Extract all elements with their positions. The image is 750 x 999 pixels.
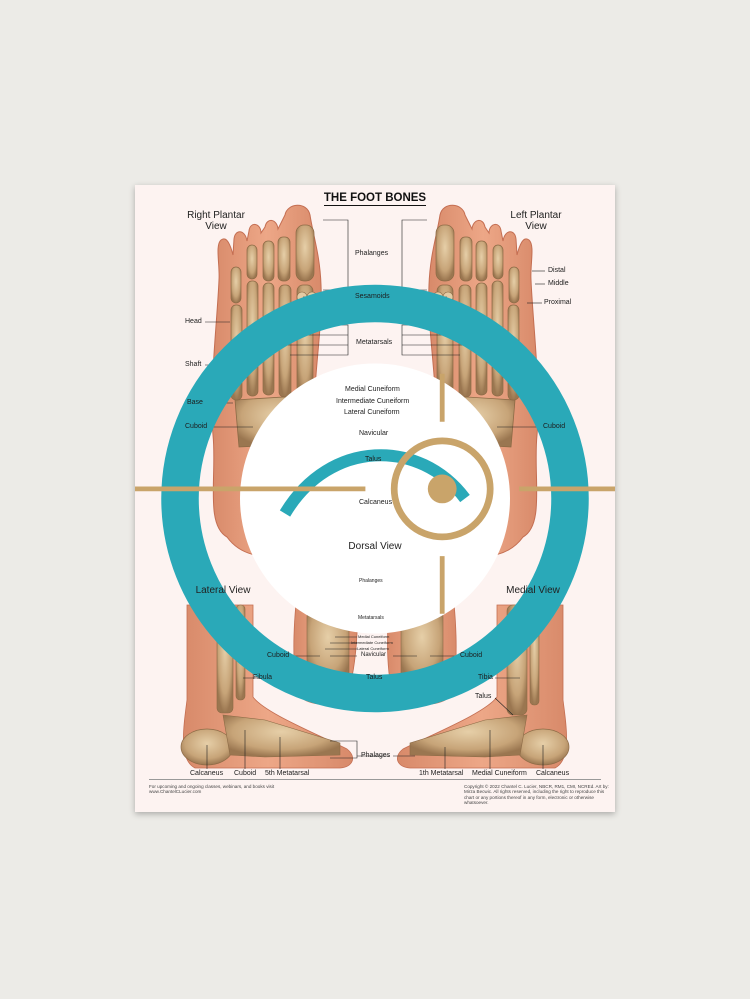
label-dorsal-metatarsals: Metatarsals <box>358 615 384 621</box>
label-lateral-cuneiform: Lateral Cuneiform <box>344 409 400 416</box>
lateral-view-title: Lateral View <box>195 585 251 596</box>
label-dorsal-cuboid-left: Cuboid <box>267 652 290 659</box>
left-plantar-title: Left Plantar View <box>510 210 562 232</box>
label-base: Base <box>187 399 203 406</box>
label-lateral-cuboid: Cuboid <box>234 770 257 777</box>
footer-divider <box>149 779 601 780</box>
label-fifth-metatarsal: 5th Metatarsal <box>265 770 310 777</box>
label-dorsal-intermediate-cuneiform: Intermediate Cuneiform <box>351 640 393 645</box>
footer-copyright: Copyright © 2022 Chantel C. Lucier, NBCR… <box>464 784 609 806</box>
label-medial-calcaneus: Calcaneus <box>536 770 570 777</box>
dorsal-view-title: Dorsal View <box>348 541 402 552</box>
label-tibia: Tibia <box>478 674 493 681</box>
label-cuboid-right: Cuboid <box>185 423 208 430</box>
label-cuboid-left: Cuboid <box>543 423 566 430</box>
label-distal: Distal <box>548 267 566 274</box>
medial-view-title: Medial View <box>506 585 560 596</box>
label-medial-medial-cuneiform: Medial Cuneiform <box>472 770 527 777</box>
label-phalanges: Phalanges <box>355 250 389 257</box>
right-plantar-title: Right Plantar View <box>187 210 245 232</box>
label-fibula: Fibula <box>253 674 273 681</box>
label-medial-cuneiform: Medial Cuneiform <box>345 386 400 393</box>
label-phalages: Phalages <box>361 752 391 759</box>
label-first-metatarsal: 1th Metatarsal <box>419 770 464 777</box>
label-metatarsals: Metatarsals <box>356 339 393 346</box>
label-lateral-calcaneus: Calcaneus <box>190 770 224 777</box>
label-proximal: Proximal <box>544 299 572 306</box>
poster: THE FOOT BONES Right Plantar View Left P… <box>135 185 615 812</box>
label-medial-talus: Talus <box>475 693 492 700</box>
label-dorsal-phalanges: Phalanges <box>359 578 383 584</box>
label-dorsal-lateral-cuneiform: Lateral Cuneiform <box>357 646 389 651</box>
label-dorsal-navicular: Navicular <box>361 652 387 658</box>
footer-left-text: For upcoming and ongoing classes, webina… <box>149 784 275 795</box>
label-calcaneus: Calcaneus <box>359 499 393 506</box>
sun-ornament-icon <box>135 373 615 614</box>
label-sesamoids: Sesamoids <box>355 293 390 300</box>
label-talus: Talus <box>365 456 382 463</box>
label-head: Head <box>185 318 202 325</box>
label-middle: Middle <box>548 280 569 287</box>
label-navicular: Navicular <box>359 430 389 437</box>
label-dorsal-talus: Talus <box>366 674 383 681</box>
label-dorsal-medial-cuneiform: Medial Cuneiform <box>358 634 390 639</box>
label-dorsal-cuboid-right: Cuboid <box>460 652 483 659</box>
poster-title: THE FOOT BONES <box>323 192 427 206</box>
label-intermediate-cuneiform: Intermediate Cuneiform <box>336 398 410 405</box>
label-shaft: Shaft <box>185 361 202 368</box>
